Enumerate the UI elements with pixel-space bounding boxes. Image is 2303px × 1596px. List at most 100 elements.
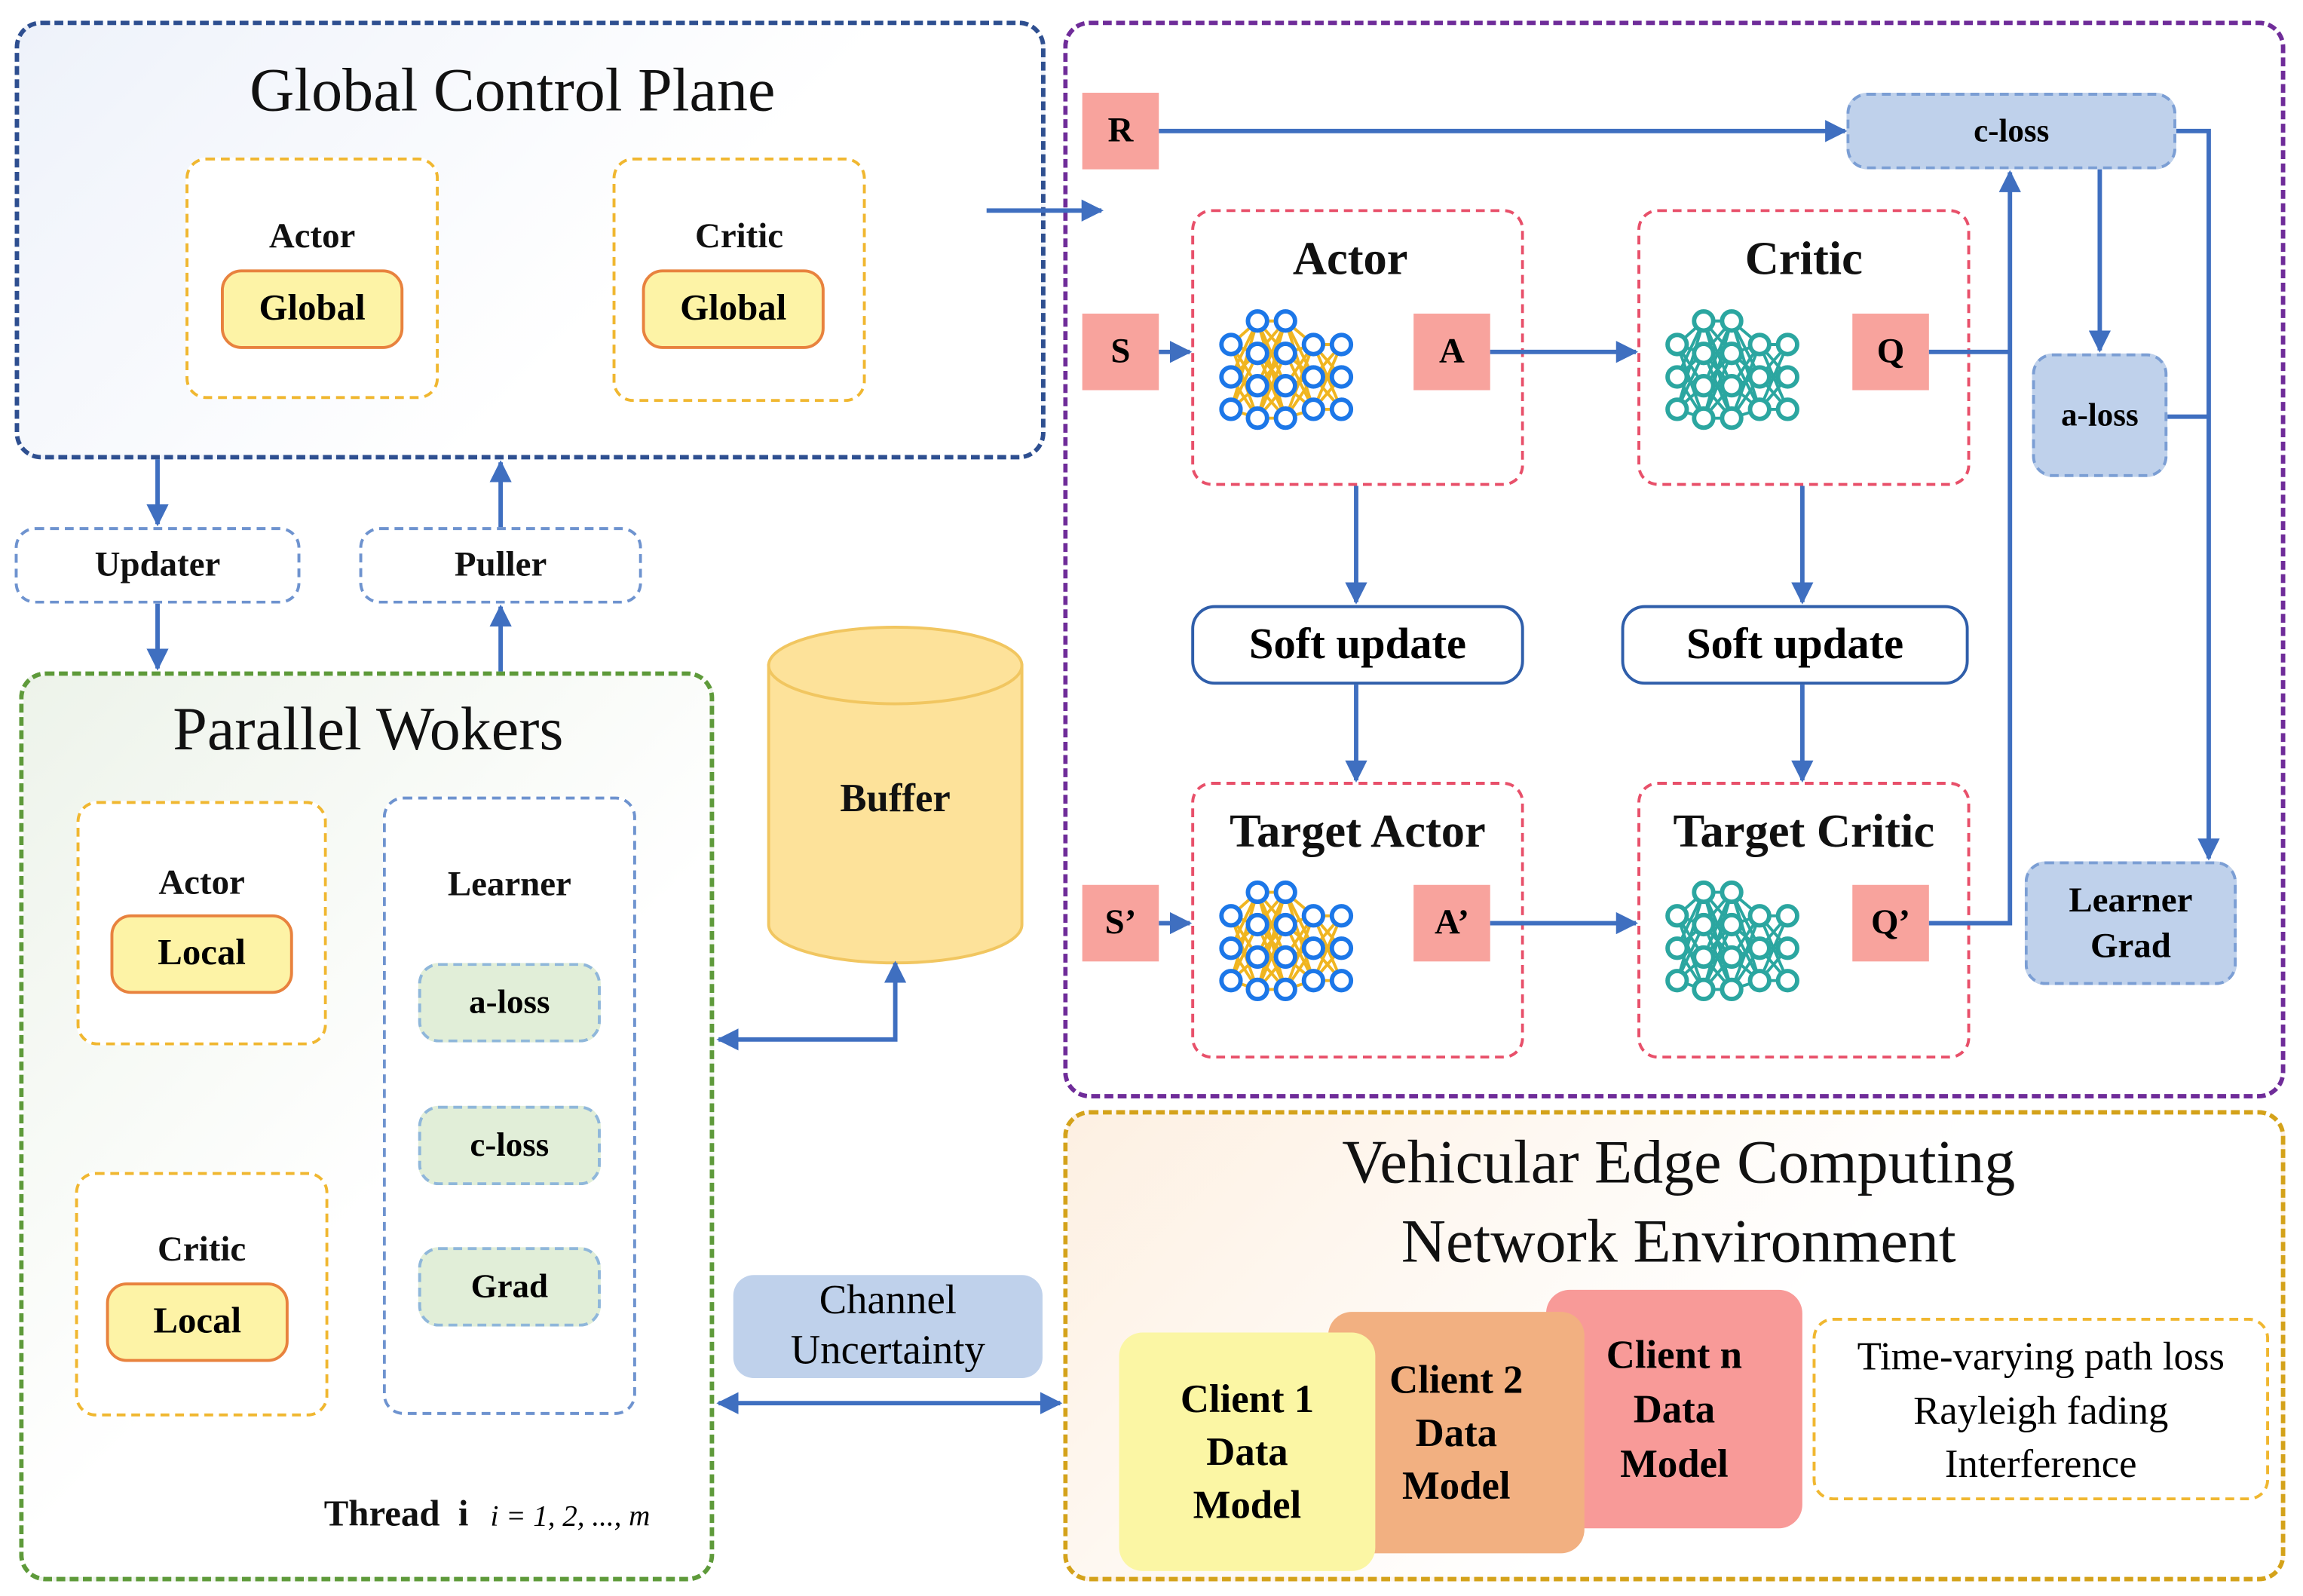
nn-node [1329,969,1354,993]
nn-node [1301,332,1325,357]
thread-label: Thread i [323,1494,469,1535]
state-s: S [1082,313,1159,391]
channel-conditions-box [1812,1317,2270,1501]
learner-grad-line1: Learner [2069,881,2193,920]
target-critic-title: Target Critic [1673,803,1935,856]
nn-node [1219,397,1243,421]
nn-node [1692,309,1716,333]
target-actor-title: Target Actor [1230,803,1486,856]
client-2-line1: Client 2 [1389,1356,1524,1401]
client-n-line3: Model [1620,1441,1729,1485]
nn-node [1692,342,1716,366]
global-actor-pill: Global [220,269,404,349]
nn-node [1273,374,1297,398]
nn-node [1219,936,1243,960]
neural-network-icon [1219,880,1354,1002]
updater-box: Updater [14,527,301,604]
nn-node [1720,945,1744,970]
thread-formula: i = 1, 2, ..., m [490,1500,651,1533]
nn-node [1245,880,1269,905]
nn-node [1747,936,1772,960]
actor-network-box [1191,209,1524,486]
a-loss-box: a-loss [2032,353,2168,477]
nn-node [1747,904,1772,928]
nn-node [1665,397,1689,421]
nn-node [1720,374,1744,398]
client-n-line2: Data [1633,1386,1716,1431]
nn-node [1329,397,1354,421]
vec-title-line1: Vehicular Edge Computing [1342,1129,2016,1197]
puller-box: Puller [359,527,642,604]
nn-node [1775,332,1799,357]
nn-node [1720,880,1744,905]
nn-node [1329,936,1354,960]
nn-node [1273,406,1297,430]
nn-node [1219,904,1243,928]
soft-update-actor: Soft update [1191,605,1524,685]
nn-node [1775,936,1799,960]
actor-title: Actor [1292,230,1408,283]
nn-edge [1256,320,1288,419]
nn-edge [1284,915,1315,991]
nn-node [1245,309,1269,333]
nn-node [1665,332,1689,357]
nn-node [1665,365,1689,389]
nn-node [1245,374,1269,398]
nn-node [1273,309,1297,333]
nn-node [1665,969,1689,993]
nn-edge [1230,320,1259,410]
nn-node [1692,374,1716,398]
nn-node [1329,365,1354,389]
neural-network-icon [1665,309,1799,430]
nn-node [1273,912,1297,937]
client-1-line3: Model [1193,1481,1302,1527]
nn-node [1747,969,1772,993]
nn-node [1245,342,1269,366]
channel-line1: Channel [819,1277,957,1323]
nn-node [1301,365,1325,389]
nn-node [1720,977,1744,1002]
learner-grad-box [2024,861,2237,985]
reward-r: R [1082,93,1159,170]
critic-title: Critic [1744,230,1863,283]
target-q-prime: Q’ [1852,884,1929,962]
client-1-card [1119,1332,1376,1571]
nn-node [1747,397,1772,421]
nn-node [1301,397,1325,421]
next-action-a-prime: A’ [1413,884,1490,962]
learner-grad-line2: Grad [2090,927,2171,966]
nn-node [1692,912,1716,937]
global-critic-pill: Global [642,269,825,349]
channel-line2: Uncertainty [790,1327,985,1374]
learner-grad: Grad [418,1247,601,1327]
nn-node [1273,880,1297,905]
nn-node [1720,342,1744,366]
nn-edge [1230,891,1259,982]
condition-interference: Interference [1944,1441,2137,1485]
learner-label: Learner [447,865,571,904]
nn-node [1245,912,1269,937]
neural-network-icon [1665,880,1799,1002]
local-actor-pill: Local [110,914,293,994]
client-1-line1: Client 1 [1180,1376,1315,1420]
nn-node [1692,977,1716,1002]
nn-node [1245,945,1269,970]
channel-uncertainty-box [733,1275,1043,1379]
nn-edge [1675,320,1705,410]
nn-node [1775,904,1799,928]
nn-edge [1730,915,1762,991]
next-state-s-prime: S’ [1082,884,1159,962]
nn-node [1219,969,1243,993]
global-critic-label: Critic [694,217,784,256]
nn-node [1219,365,1243,389]
nn-node [1720,912,1744,937]
client-2-line2: Data [1415,1409,1498,1454]
nn-node [1720,309,1744,333]
learner-a-loss: a-loss [418,963,601,1043]
nn-node [1245,406,1269,430]
local-critic-pill: Local [106,1282,289,1362]
neural-network-icon [1219,309,1354,430]
nn-node [1720,406,1744,430]
